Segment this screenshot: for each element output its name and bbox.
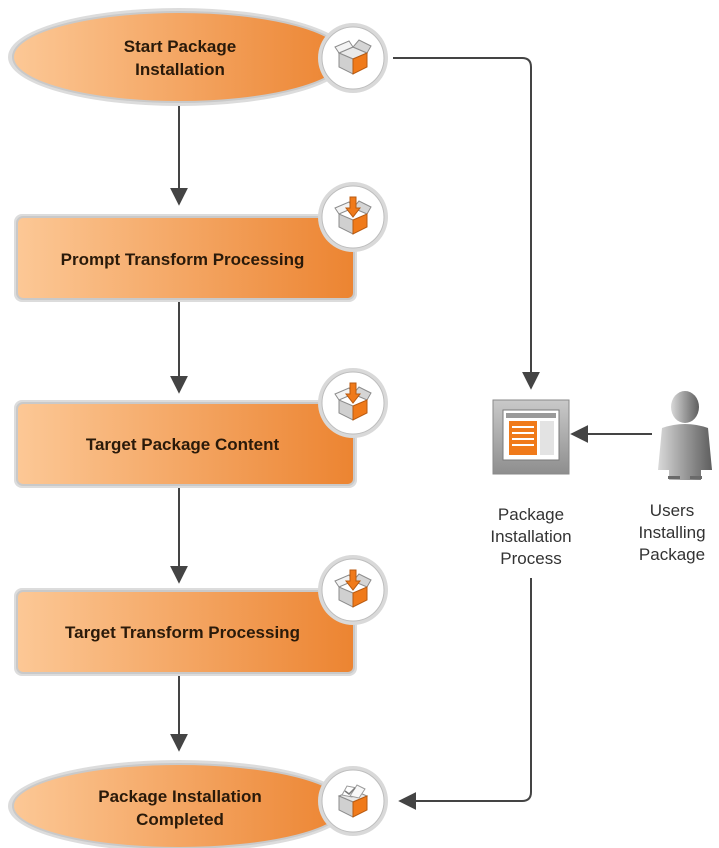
node-start-label: Start Package Installation (123, 37, 237, 79)
box-arrow-in-icon (318, 182, 388, 252)
box-check-icon (318, 766, 388, 836)
node-target-content (14, 400, 357, 488)
open-box-icon (318, 23, 388, 93)
arrow-start-to-process (393, 57, 540, 390)
node-completed-label: Package Installation Completed (98, 787, 262, 829)
box-arrow-in-icon (318, 555, 388, 625)
users-label: Users Installing Package (638, 501, 706, 564)
process-label: Package Installation Process (490, 505, 572, 568)
node-prompt-transform (14, 214, 357, 302)
user-icon (658, 391, 712, 480)
arrow-process-to-completed (398, 578, 532, 810)
installation-process-icon (492, 399, 570, 475)
node-start (8, 8, 350, 106)
node-target-content-label: Target Package Content (85, 435, 280, 454)
node-completed (8, 760, 350, 848)
node-prompt-transform-label: Prompt Transform Processing (60, 250, 305, 269)
node-target-transform (14, 588, 357, 676)
node-target-transform-label: Target Transform Processing (65, 623, 300, 642)
box-arrow-in-icon (318, 368, 388, 438)
connectors (170, 57, 652, 810)
